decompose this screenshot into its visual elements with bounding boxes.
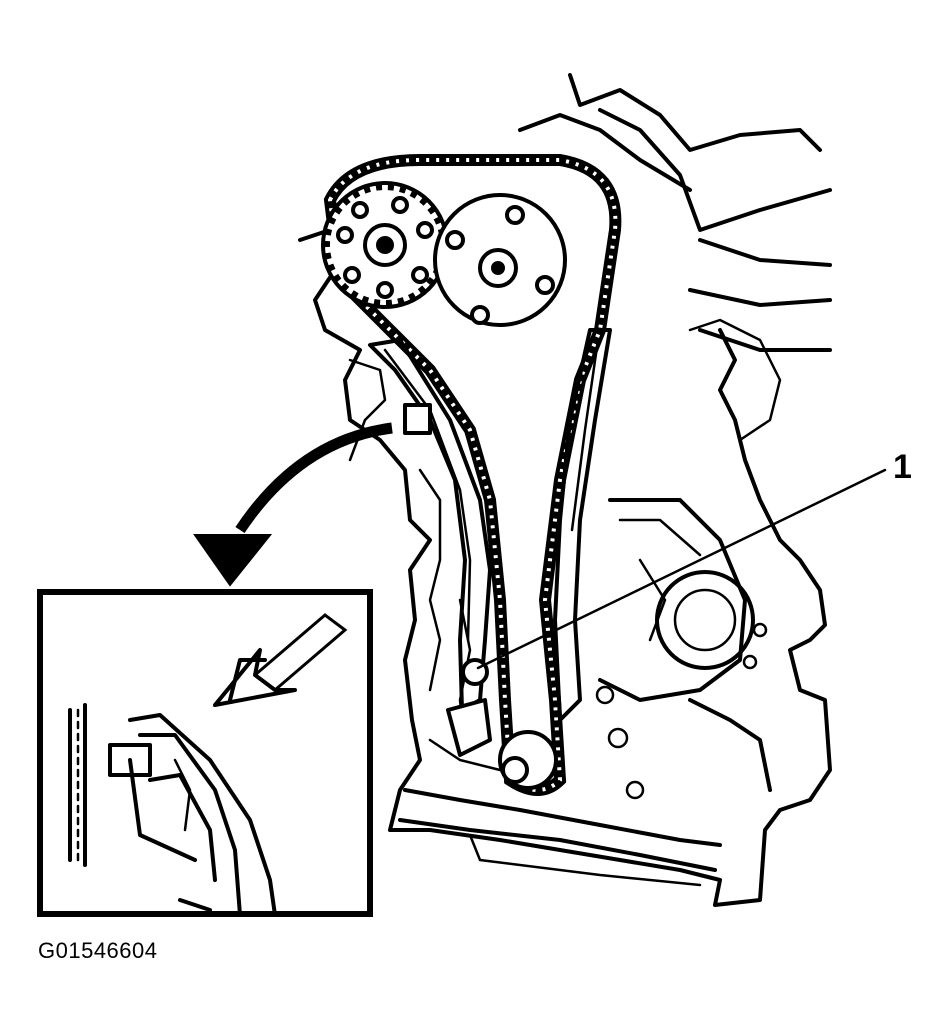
engine-block-drawing (298, 73, 832, 907)
camshaft-phaser (433, 193, 567, 327)
callout-number: 1 (893, 448, 912, 486)
direction-arrow (212, 613, 348, 707)
chain-tensioner (368, 328, 612, 790)
detail-inset (37, 589, 373, 917)
camshaft-sprocket (321, 181, 449, 309)
callout-leader (476, 468, 887, 670)
curved-arrow (193, 422, 393, 587)
figure-id: G01546604 (38, 938, 158, 963)
